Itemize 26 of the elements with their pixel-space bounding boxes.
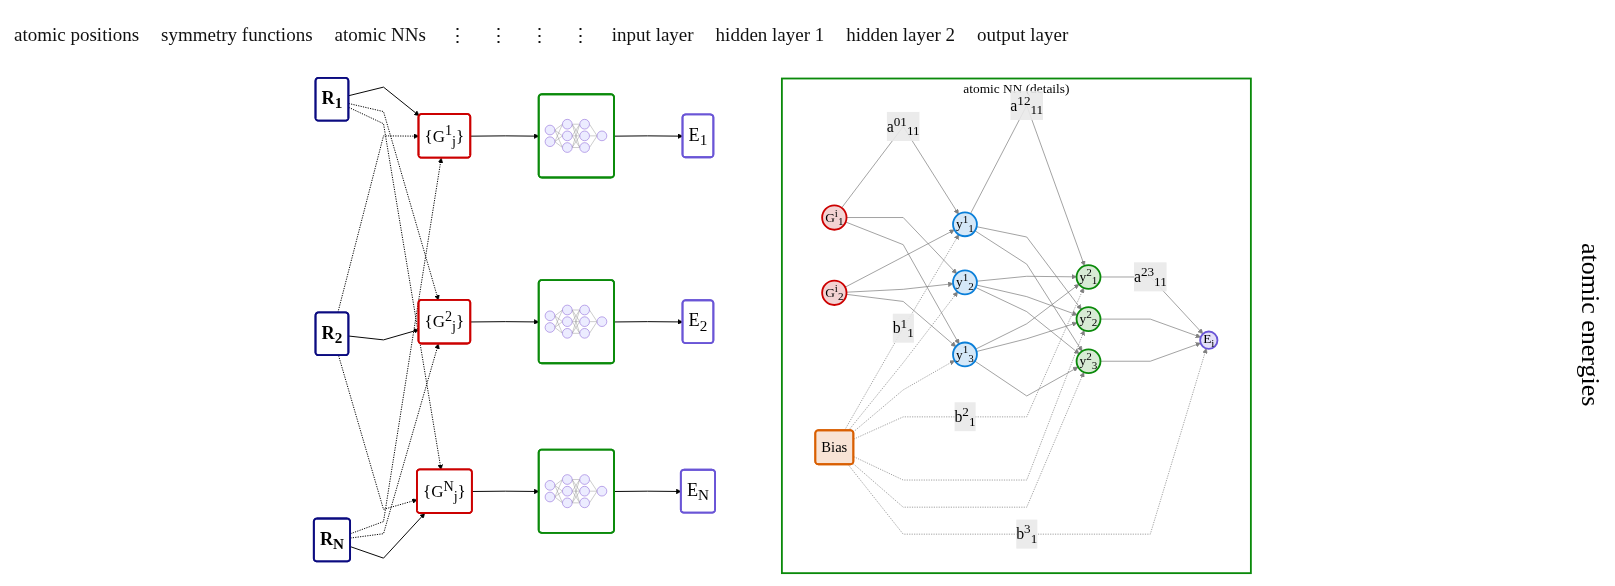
column-heading: input layer xyxy=(611,24,694,46)
position-box: R$_{2}$ xyxy=(314,310,350,356)
column-heading: output layer xyxy=(977,24,1069,46)
column-heading: atomic NNs xyxy=(334,24,426,46)
network-box xyxy=(537,278,616,364)
symmetry-function-box: {G$^{1}$$_{j}$} xyxy=(417,112,472,159)
symmetry-function-box: {G$^{2}$$_{j}$} xyxy=(417,298,472,344)
bias-box: Bias xyxy=(814,428,855,465)
ellipsis-mark: ⋮ xyxy=(488,23,508,47)
network-box xyxy=(537,448,616,534)
column-heading: atomic positions xyxy=(14,24,140,46)
position-box: R$_{N}$ xyxy=(313,517,352,562)
column-heading: atomic energies xyxy=(1575,243,1605,407)
energy-box: E$_{N}$ xyxy=(680,468,717,513)
ellipsis-mark: ⋮ xyxy=(570,23,590,47)
energy-box: E$_{2}$ xyxy=(681,298,715,344)
network-box xyxy=(537,92,616,178)
column-heading: symmetry functions xyxy=(161,24,313,46)
column-heading: hidden layer 1 xyxy=(715,24,825,46)
column-heading: hidden layer 2 xyxy=(846,24,955,46)
ellipsis-mark: ⋮ xyxy=(447,23,467,47)
ellipsis-mark: ⋮ xyxy=(529,23,549,47)
position-box: R$_{1}$ xyxy=(314,76,350,122)
energy-box: E$_{1}$ xyxy=(681,113,715,158)
output-neuron: E$_{i}$ xyxy=(1199,330,1219,350)
symmetry-function-box: {G$^{N}$$_{j}$} xyxy=(416,467,473,514)
